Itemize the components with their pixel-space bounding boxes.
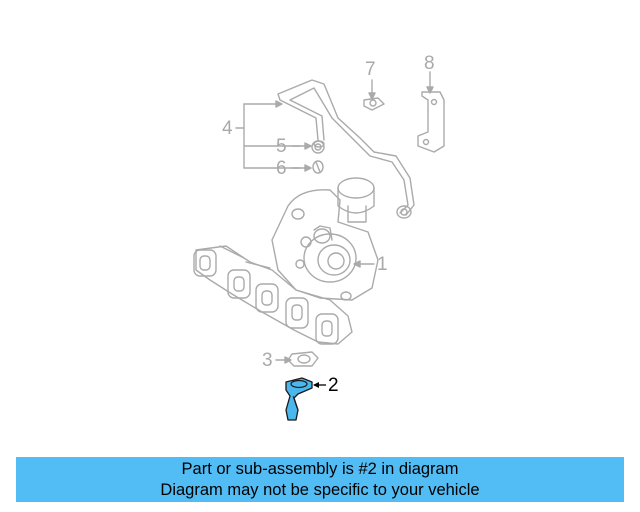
callout-5: 5 — [276, 136, 287, 157]
part-4-pipe — [277, 79, 415, 219]
callout-7: 7 — [365, 59, 376, 80]
banner-background — [16, 457, 624, 502]
callout-4: 4 — [222, 118, 233, 139]
part-1-turbocharger — [271, 177, 379, 301]
info-banner: Part or sub-assembly is #2 in diagram Di… — [16, 457, 624, 502]
part-6-clamp — [291, 160, 324, 174]
part-3-gasket — [275, 351, 319, 367]
banner-line-disclaimer: Diagram may not be specific to your vehi… — [160, 481, 480, 499]
callout-8: 8 — [424, 53, 435, 74]
part-8-bracket — [417, 71, 445, 153]
part-2-oil-return-pipe[interactable] — [285, 377, 313, 421]
leader-4 — [235, 100, 301, 169]
part-7-fitting — [363, 79, 385, 111]
callout-6: 6 — [276, 158, 287, 179]
leader-2 — [313, 382, 326, 388]
exhaust-manifold — [193, 245, 353, 345]
part-5-clamp — [291, 140, 325, 154]
callout-1: 1 — [377, 254, 388, 275]
callout-3: 3 — [262, 350, 273, 371]
banner-line-part-info: Part or sub-assembly is #2 in diagram — [181, 460, 459, 478]
callout-2: 2 — [328, 375, 339, 396]
